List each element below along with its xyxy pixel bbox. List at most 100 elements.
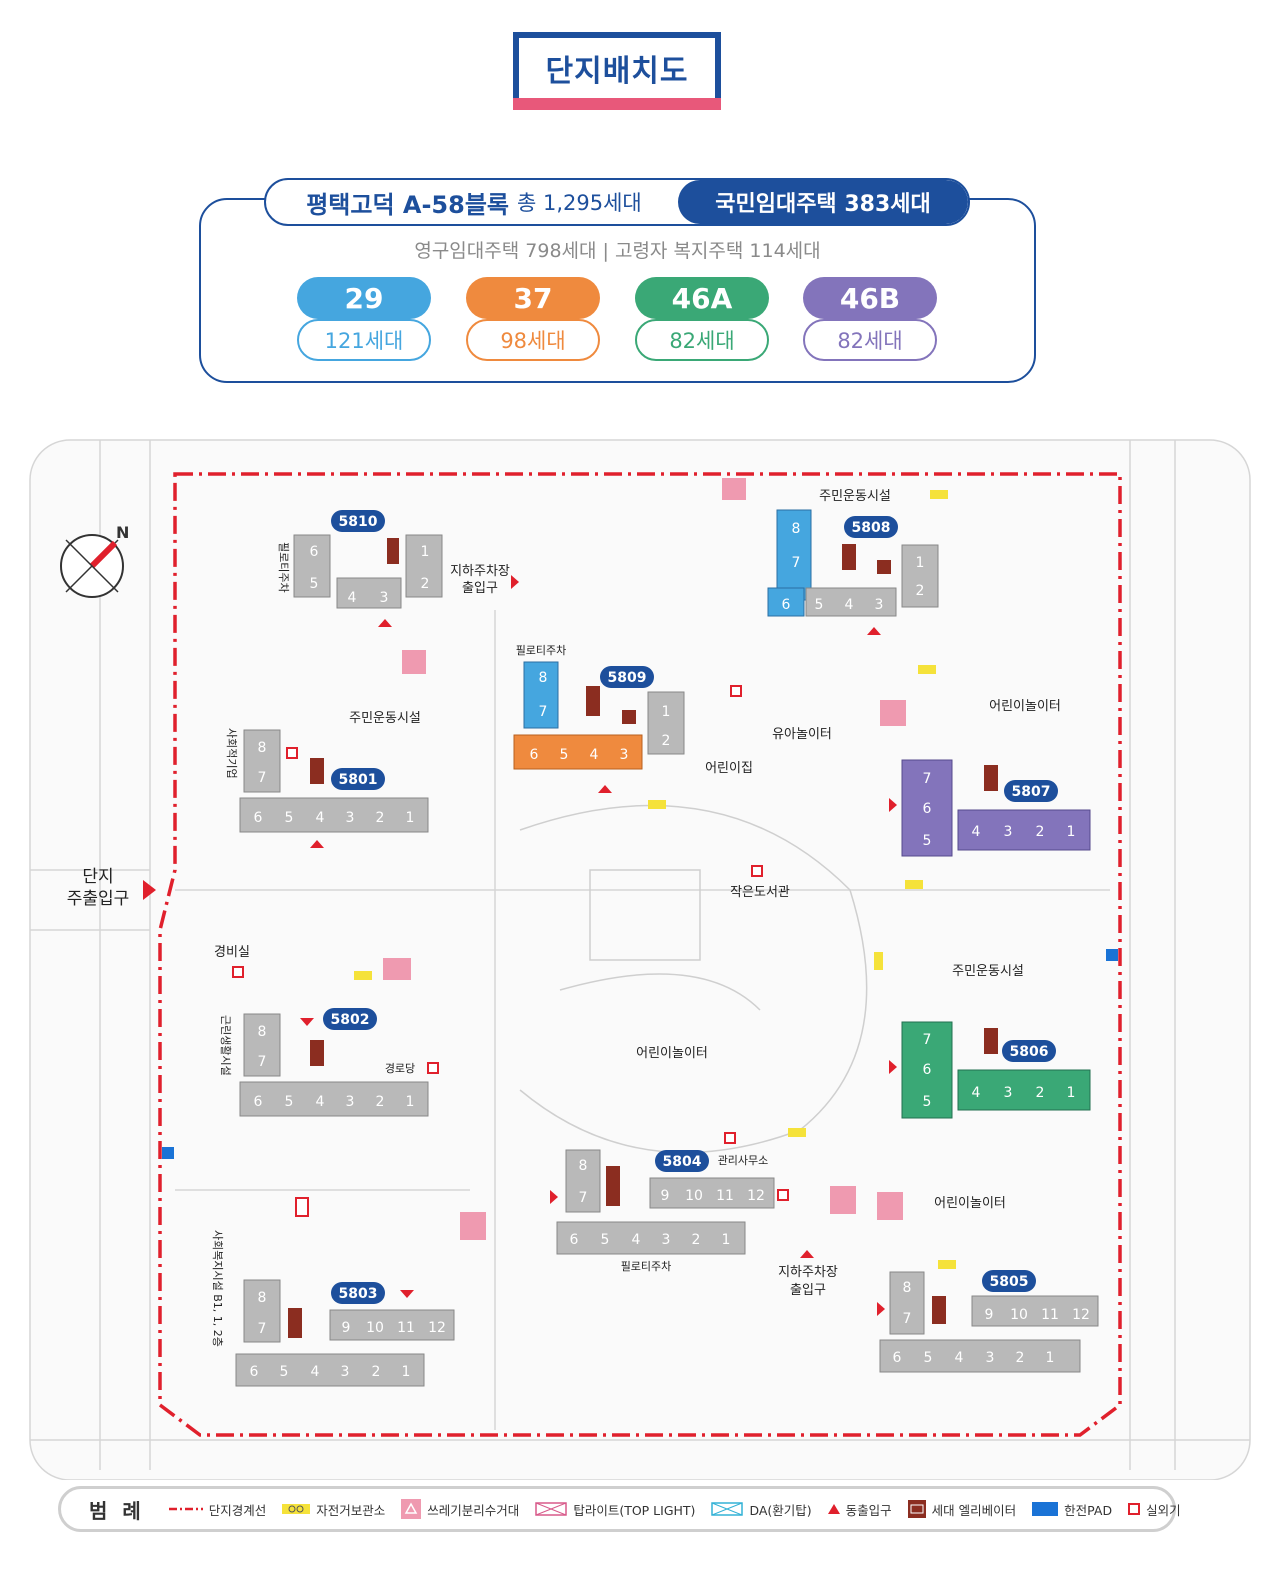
svg-text:2: 2 (421, 576, 430, 592)
svg-text:12: 12 (428, 1320, 446, 1336)
bicycle-icon (282, 1504, 311, 1514)
svg-text:6: 6 (893, 1350, 902, 1366)
legend-item-recycle: 쓰레기분리수거대 (401, 1499, 519, 1519)
svg-text:1: 1 (1067, 824, 1076, 840)
building-label-5803[interactable]: 5803 (331, 1282, 385, 1304)
label-pilotis-1: 필로티주차 (277, 542, 290, 593)
main-entrance-label-2: 주출입구 (67, 889, 130, 909)
svg-text:9: 9 (661, 1188, 670, 1204)
label-social-enterprise: 사회적기업 (225, 728, 238, 779)
kepco-pad-icon-2 (162, 1147, 174, 1159)
svg-text:4: 4 (348, 590, 357, 606)
label-underground-parking-2b: 출입구 (790, 1283, 826, 1298)
summary-subline: 영구임대주택 798세대 | 고령자 복지주택 114세대 (414, 240, 821, 262)
svg-text:6: 6 (570, 1232, 579, 1248)
building-label-5801[interactable]: 5801 (331, 768, 385, 790)
ventilation-tower-icon (711, 1502, 744, 1516)
summary-header-pill: 평택고덕 A-58블록 총 1,295세대 국민임대주택 383세대 (264, 178, 970, 226)
svg-text:5: 5 (923, 833, 932, 849)
building-label-5802[interactable]: 5802 (323, 1008, 377, 1030)
svg-text:2: 2 (376, 1094, 385, 1110)
unit-type: 46A (635, 277, 769, 319)
unit-count: 98세대 (500, 329, 566, 353)
svg-text:8: 8 (258, 740, 267, 756)
svg-text:4: 4 (972, 1085, 981, 1101)
legend-bar: 범 례 단지경계선 자전거보관소 쓰레기분리수거대 탑라이트(TOP LIGHT… (58, 1486, 1181, 1532)
title-badge: 단지배치도 (513, 32, 721, 110)
page-title: 단지배치도 (519, 38, 715, 98)
svg-text:7: 7 (258, 770, 267, 786)
svg-text:3: 3 (875, 597, 884, 613)
unit-type: 37 (466, 277, 600, 319)
svg-text:3: 3 (341, 1364, 350, 1380)
svg-text:5: 5 (815, 597, 824, 613)
legend-item-ev: 세대 엘리베이터 (907, 1500, 1016, 1519)
unit-card-37: 37 98세대 (466, 277, 600, 361)
building-label-5809[interactable]: 5809 (600, 666, 654, 688)
legend-item-da: DA(환기탑) (711, 1500, 812, 1519)
legend-label: 한전PAD (1064, 1502, 1113, 1518)
svg-text:8: 8 (258, 1024, 267, 1040)
unit-count: 121세대 (324, 329, 404, 353)
svg-text:8: 8 (539, 670, 548, 686)
svg-text:4: 4 (972, 824, 981, 840)
building-label-5806[interactable]: 5806 (1002, 1040, 1056, 1062)
svg-text:4: 4 (955, 1350, 964, 1366)
svg-text:2: 2 (1036, 824, 1045, 840)
unit-card-29: 29 121세대 (297, 277, 431, 361)
label-infant-playground: 유아놀이터 (772, 727, 832, 742)
label-social-welfare: 사회복지시설 B1, 1, 2층 (211, 1230, 224, 1347)
legend-label: 실외기 (1146, 1502, 1181, 1518)
legend-item-outdoor: 실외기 (1128, 1500, 1181, 1519)
building-label-text: 5808 (852, 520, 891, 536)
svg-text:2: 2 (692, 1232, 701, 1248)
building-label-5807[interactable]: 5807 (1004, 780, 1058, 802)
building-label-text: 5807 (1012, 784, 1051, 800)
svg-text:11: 11 (1041, 1307, 1059, 1323)
svg-text:1: 1 (406, 810, 415, 826)
building-label-5808[interactable]: 5808 (844, 516, 898, 538)
svg-text:1: 1 (722, 1232, 731, 1248)
building-label-text: 5801 (339, 772, 378, 788)
svg-text:7: 7 (579, 1190, 588, 1206)
svg-text:1: 1 (1067, 1085, 1076, 1101)
legend-item-boundary: 단지경계선 (168, 1500, 266, 1519)
building-label-text: 5804 (663, 1154, 702, 1170)
svg-text:11: 11 (716, 1188, 734, 1204)
svg-text:5: 5 (601, 1232, 610, 1248)
svg-text:10: 10 (1010, 1307, 1028, 1323)
unit-card-46b: 46B 82세대 (803, 277, 937, 361)
building-5801: 8 7 6 5 4 3 2 1 (239, 729, 429, 833)
building-label-5804[interactable]: 5804 (655, 1150, 709, 1172)
svg-text:5: 5 (280, 1364, 289, 1380)
svg-text:6: 6 (250, 1364, 259, 1380)
svg-text:7: 7 (923, 1032, 932, 1048)
svg-text:5: 5 (285, 1094, 294, 1110)
summary-left: 평택고덕 A-58블록 총 1,295세대 (266, 180, 682, 224)
building-5807: 7 6 5 4 3 2 1 (901, 759, 1091, 857)
svg-text:6: 6 (923, 801, 932, 817)
svg-text:12: 12 (747, 1188, 765, 1204)
label-fitness-2: 주민운동시설 (349, 711, 421, 726)
building-label-5805[interactable]: 5805 (982, 1270, 1036, 1292)
legend-label: 탑라이트(TOP LIGHT) (573, 1502, 696, 1518)
toplight-icon (535, 1502, 568, 1516)
svg-text:9: 9 (342, 1320, 351, 1336)
unit-card-46a: 46A 82세대 (635, 277, 769, 361)
bicycle-icons (354, 490, 956, 1269)
svg-text:6: 6 (310, 544, 319, 560)
svg-text:4: 4 (845, 597, 854, 613)
label-pilotis-3: 필로티주차 (621, 1260, 672, 1273)
building-label-5810[interactable]: 5810 (331, 510, 385, 532)
label-senior-center: 경로당 (385, 1062, 415, 1075)
label-fitness-3: 주민운동시설 (952, 964, 1024, 979)
svg-text:2: 2 (1016, 1350, 1025, 1366)
svg-text:3: 3 (1004, 1085, 1013, 1101)
unit-count: 82세대 (837, 329, 903, 353)
svg-text:5: 5 (923, 1094, 932, 1110)
label-guard: 경비실 (214, 945, 250, 960)
svg-text:7: 7 (258, 1054, 267, 1070)
main-entrance-arrow-icon (143, 880, 156, 900)
main-entrance-label-1: 단지 (82, 867, 113, 887)
unit-type: 46B (803, 277, 937, 319)
